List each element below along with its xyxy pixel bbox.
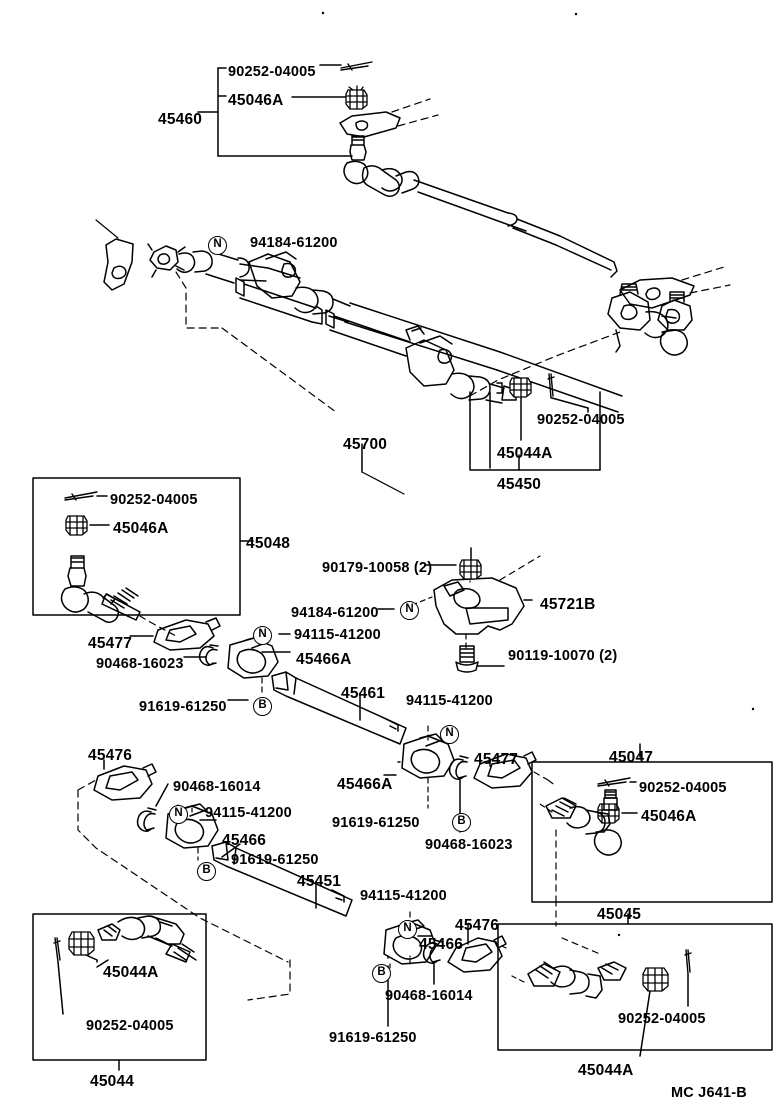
marker-n-icon: N [400, 601, 419, 620]
part-label-90179-10058-2: 90179-10058 (2) [322, 560, 433, 576]
marker-b-icon: B [253, 697, 272, 716]
part-label-91619-61250: 91619-61250 [332, 815, 420, 831]
part-label-45047: 45047 [609, 749, 654, 766]
part-label-45046a: 45046A [113, 520, 169, 537]
part-label-45477: 45477 [88, 635, 133, 652]
part-label-45460: 45460 [158, 111, 203, 128]
marker-n-icon: N [253, 626, 272, 645]
part-label-45044a: 45044A [497, 445, 553, 462]
part-label-94115-41200: 94115-41200 [205, 805, 292, 821]
part-label-mc-j641-b: MC J641-B [671, 1085, 747, 1101]
part-label-90468-16023: 90468-16023 [96, 656, 184, 672]
part-label-45466a: 45466A [296, 651, 352, 668]
part-label-90468-16023: 90468-16023 [425, 837, 513, 853]
part-label-91619-61250: 91619-61250 [329, 1030, 417, 1046]
part-label-90252-04005: 90252-04005 [618, 1011, 706, 1027]
part-label-45466: 45466 [419, 936, 464, 953]
part-label-94184-61200: 94184-61200 [250, 235, 338, 251]
part-label-45461: 45461 [341, 685, 386, 702]
part-label-45045: 45045 [597, 906, 642, 923]
part-label-45476: 45476 [455, 917, 500, 934]
part-label-45476: 45476 [88, 747, 133, 764]
part-label-45477: 45477 [474, 751, 519, 768]
part-label-45044: 45044 [90, 1073, 135, 1090]
part-label-45048: 45048 [246, 535, 291, 552]
part-label-45046a: 45046A [228, 92, 284, 109]
part-label-90252-04005: 90252-04005 [228, 64, 316, 80]
part-label-45466: 45466 [222, 832, 267, 849]
marker-n-icon: N [208, 236, 227, 255]
part-label-94184-61200: 94184-61200 [291, 605, 379, 621]
part-label-94115-41200: 94115-41200 [294, 627, 381, 643]
marker-n-icon: N [440, 725, 459, 744]
part-label-45044a: 45044A [578, 1062, 634, 1079]
part-label-94115-41200: 94115-41200 [406, 693, 493, 709]
part-label-45466a: 45466A [337, 776, 393, 793]
part-label-90468-16014: 90468-16014 [385, 988, 473, 1004]
part-label-45700: 45700 [343, 436, 388, 453]
part-label-45044a: 45044A [103, 964, 159, 981]
part-label-90252-04005: 90252-04005 [110, 492, 198, 508]
part-label-45046a: 45046A [641, 808, 697, 825]
part-label-45450: 45450 [497, 476, 542, 493]
part-label-45451: 45451 [297, 873, 342, 890]
marker-b-icon: B [197, 862, 216, 881]
part-label-90252-04005: 90252-04005 [86, 1018, 174, 1034]
marker-n-icon: N [398, 920, 417, 939]
marker-b-icon: B [452, 813, 471, 832]
marker-b-icon: B [372, 964, 391, 983]
part-label-90119-10070-2: 90119-10070 (2) [508, 648, 618, 664]
part-label-90468-16014: 90468-16014 [173, 779, 261, 795]
part-label-94115-41200: 94115-41200 [360, 888, 447, 904]
part-label-90252-04005: 90252-04005 [537, 412, 625, 428]
part-label-45721b: 45721B [540, 596, 596, 613]
marker-n-icon: N [169, 805, 188, 824]
part-label-91619-61250: 91619-61250 [231, 852, 319, 868]
part-label-91619-61250: 91619-61250 [139, 699, 227, 715]
part-label-90252-04005: 90252-04005 [639, 780, 727, 796]
